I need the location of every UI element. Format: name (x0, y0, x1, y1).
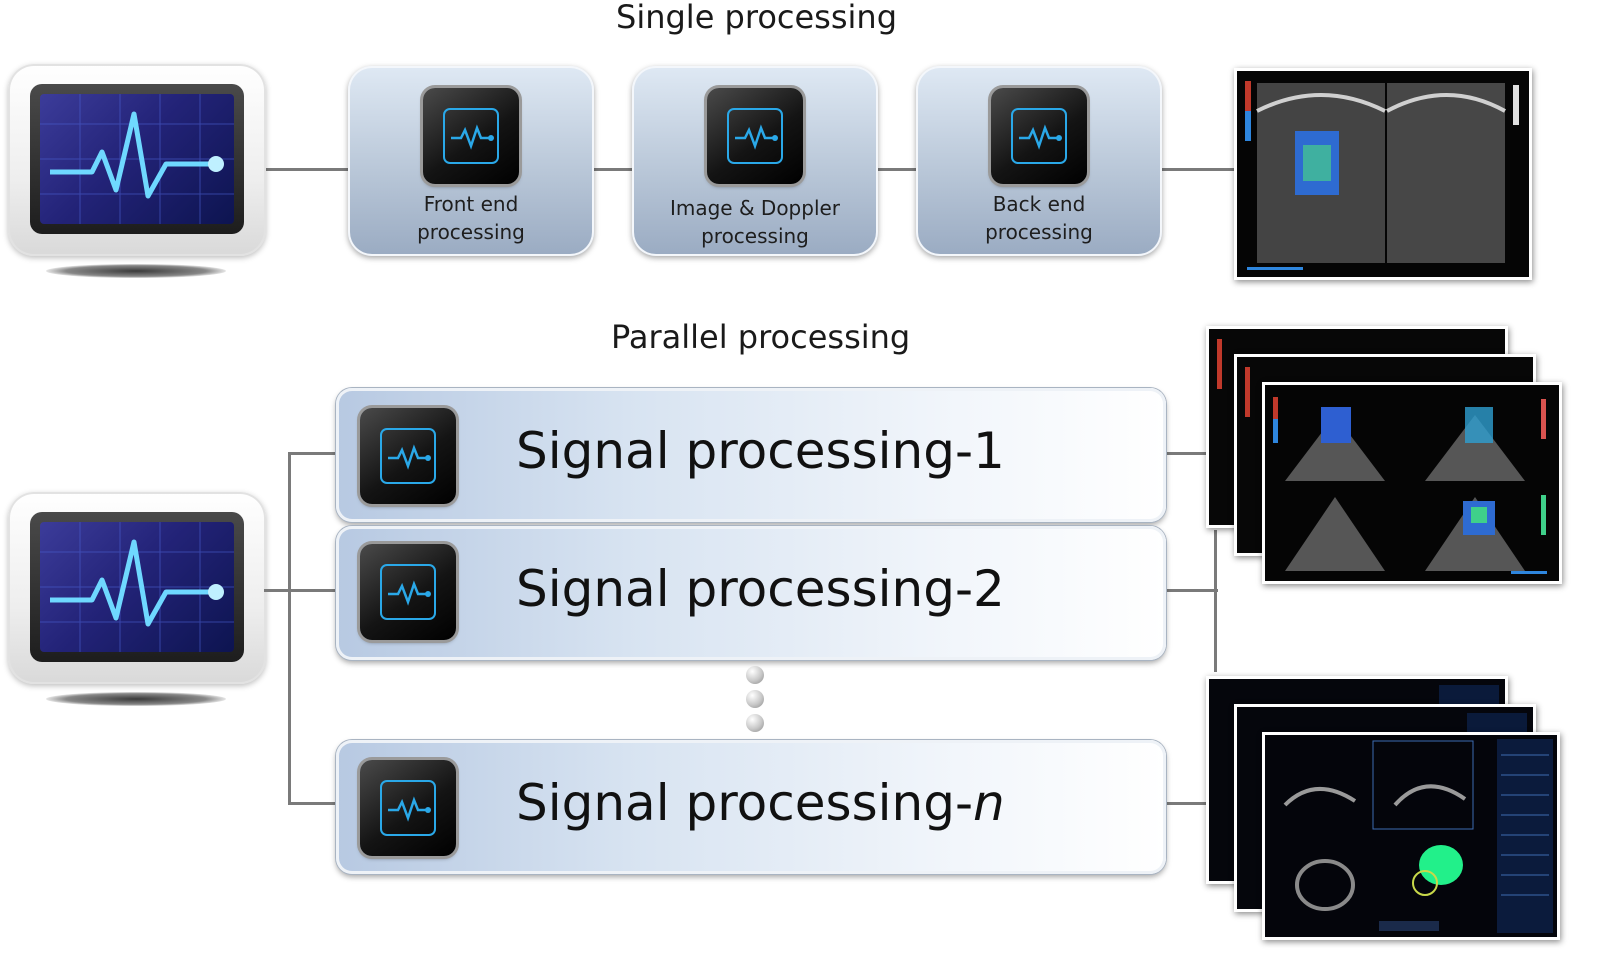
connector-line (876, 168, 916, 171)
connector-line (264, 168, 348, 171)
connector-line (1160, 168, 1234, 171)
connector-line (592, 168, 632, 171)
ellipsis-dot (746, 690, 764, 708)
back-end-processing-box: Back end processing (916, 66, 1162, 256)
processor-chip-icon (991, 88, 1087, 184)
connector-line (1214, 530, 1217, 672)
ultrasound-image (1234, 68, 1532, 280)
connector-line (264, 589, 290, 592)
monitor-shadow (46, 692, 226, 706)
ellipsis-dot (746, 666, 764, 684)
single-processing-title: Single processing (616, 0, 897, 36)
ultrasound-image (1262, 382, 1562, 584)
image-doppler-processing-box: Image & Doppler processing (632, 66, 878, 256)
connector-line (288, 589, 338, 592)
front-end-processing-box: Front end processing (348, 66, 594, 256)
connector-line (1166, 802, 1210, 805)
signal-processing-label: Signal processing-1 (516, 422, 1005, 480)
box-label: Image & Doppler processing (669, 196, 841, 248)
processor-chip-icon (707, 88, 803, 184)
connector-line (1166, 589, 1218, 592)
processor-chip-icon (360, 544, 456, 640)
signal-processing-label: Signal processing-2 (516, 560, 1005, 618)
connector-line (288, 452, 291, 804)
ellipsis-dot (746, 714, 764, 732)
ultrasound-image (1262, 732, 1560, 940)
box-label: Front end processing (417, 192, 525, 244)
box-label: Back end processing (985, 192, 1093, 244)
connector-line (288, 802, 338, 805)
processor-chip-icon (360, 760, 456, 856)
connector-line (288, 452, 338, 455)
processor-chip-icon (423, 88, 519, 184)
parallel-processing-title: Parallel processing (611, 318, 911, 356)
signal-processing-bar-2: Signal processing-2 (336, 526, 1166, 660)
monitor-icon (8, 64, 266, 256)
signal-processing-label: Signal processing-n (516, 774, 1005, 832)
signal-processing-bar-1: Signal processing-1 (336, 388, 1166, 522)
processor-chip-icon (360, 408, 456, 504)
monitor-icon (8, 492, 266, 684)
signal-processing-bar-n: Signal processing-n (336, 740, 1166, 874)
connector-line (1166, 452, 1218, 455)
monitor-shadow (46, 264, 226, 278)
